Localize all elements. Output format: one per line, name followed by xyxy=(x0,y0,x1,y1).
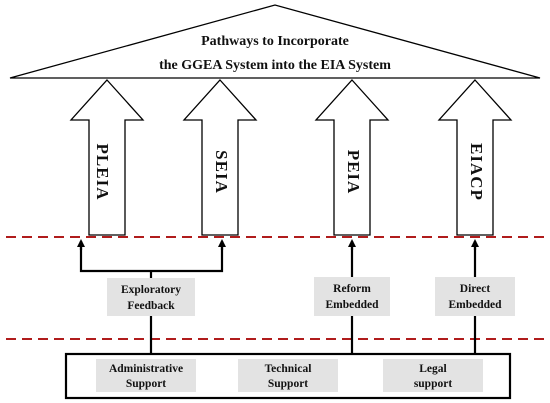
box-legal-line2: support xyxy=(414,378,453,390)
arrow-label-eiacp: EIACP xyxy=(467,143,486,201)
box-direct-line2: Embedded xyxy=(448,299,502,311)
arrow-pleia: PLEIA xyxy=(69,79,145,236)
box-administrative-line1: Administrative xyxy=(109,363,183,375)
box-technical-line2: Support xyxy=(268,378,308,390)
header-roof xyxy=(9,4,541,79)
box-legal-line1: Legal xyxy=(419,363,446,375)
box-reform-line2: Embedded xyxy=(325,299,379,311)
box-administrative-support: Administrative Support xyxy=(96,359,196,392)
box-legal-support: Legal support xyxy=(383,359,483,392)
arrow-eiacp: EIACP xyxy=(437,79,513,236)
box-direct-embedded: Direct Embedded xyxy=(435,277,515,316)
box-technical-line1: Technical xyxy=(265,363,312,375)
arrow-seia: SEIA xyxy=(182,79,258,236)
arrow-peia: PEIA xyxy=(314,79,390,236)
box-exploratory-line2: Feedback xyxy=(127,300,175,312)
box-exploratory-line1: Exploratory xyxy=(121,284,181,296)
feedback-connector xyxy=(77,239,226,354)
header-title-line2: the GGEA System into the EIA System xyxy=(159,58,391,73)
box-reform-line1: Reform xyxy=(333,283,371,295)
arrow-label-seia: SEIA xyxy=(212,150,231,194)
box-direct-line1: Direct xyxy=(460,283,491,295)
box-exploratory-feedback: Exploratory Feedback xyxy=(107,278,195,316)
box-technical-support: Technical Support xyxy=(238,359,338,392)
box-administrative-line2: Support xyxy=(126,378,166,390)
arrow-label-peia: PEIA xyxy=(344,150,363,195)
box-reform-embedded: Reform Embedded xyxy=(314,277,390,316)
arrow-label-pleia: PLEIA xyxy=(93,144,112,201)
header-title-line1: Pathways to Incorporate xyxy=(201,34,349,49)
